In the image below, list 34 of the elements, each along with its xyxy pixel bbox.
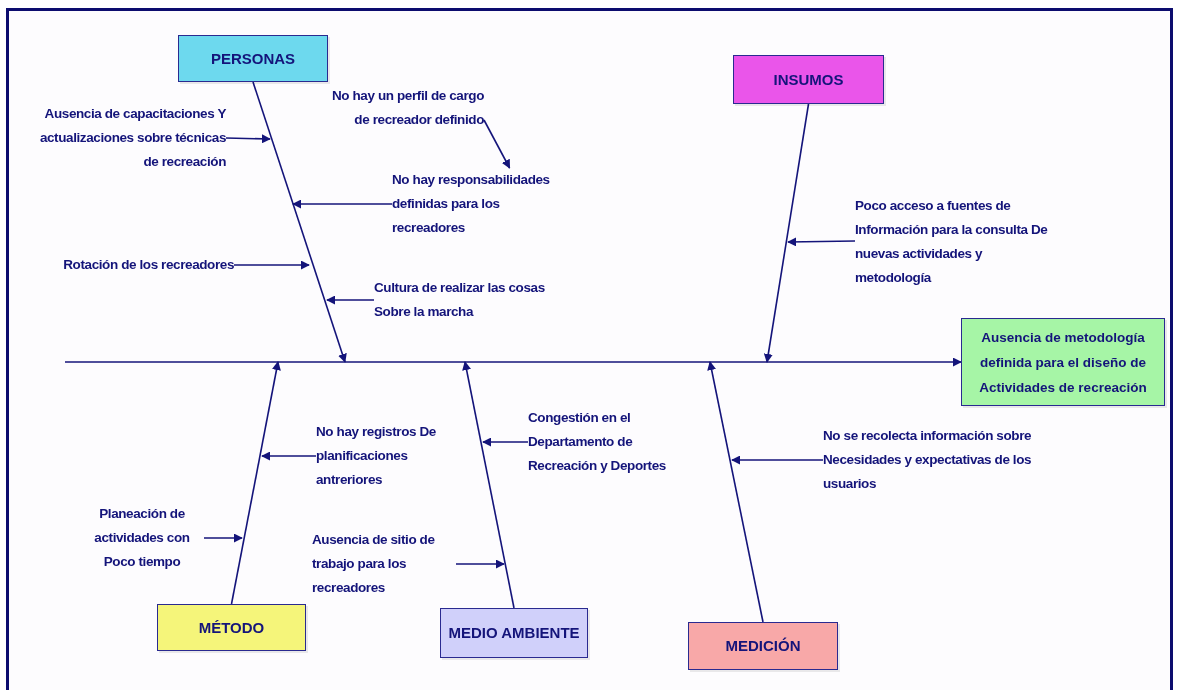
arrow xyxy=(230,361,281,605)
arrow xyxy=(64,357,962,367)
arrow xyxy=(203,533,243,543)
cause-text: Rotación de los recreadores xyxy=(28,253,234,277)
arrow xyxy=(483,119,511,169)
category-box: PERSONAS xyxy=(178,35,328,82)
arrow xyxy=(233,260,310,270)
category-box: MÉTODO xyxy=(157,604,306,651)
arrow xyxy=(326,295,375,305)
arrow xyxy=(763,103,810,363)
arrow xyxy=(462,361,515,609)
cause-text: No hay un perfil de cargo de recreador definido xyxy=(326,84,484,156)
arrow xyxy=(707,361,764,623)
arrow xyxy=(455,559,505,569)
category-box: INSUMOS xyxy=(733,55,884,104)
effect-box: Ausencia de metodología definida para el diseño de Actividades de recreación xyxy=(961,318,1165,406)
cause-text: Congestión en el Departamento de Recreación y Deportes xyxy=(528,406,696,478)
cause-text: Cultura de realizar las cosas Sobre la marcha xyxy=(374,276,584,324)
cause-text: Ausencia de sitio de trabajo para los recreadores xyxy=(312,528,456,600)
category-box: MEDIO AMBIENTE xyxy=(440,608,588,658)
cause-text: Poco acceso a fuentes de Información para la consulta De nuevas actividades y metodología xyxy=(855,194,1051,290)
arrow xyxy=(292,199,393,209)
arrow xyxy=(261,451,317,461)
arrow xyxy=(225,134,271,144)
cause-text: Ausencia de capacitaciones Y actualizaciones sobre técnicas de recreación xyxy=(26,102,226,174)
cause-text: No se recolecta información sobre Necesidades y expectativas de los usuarios xyxy=(823,424,1073,496)
cause-text: No hay responsabilidades definidas para los recreadores xyxy=(392,168,560,240)
cause-text: No hay registros De planificaciones antreriores xyxy=(316,420,452,492)
cause-text: Planeación de actividades con Poco tiempo xyxy=(80,502,204,574)
arrow xyxy=(482,437,529,447)
arrow xyxy=(731,455,824,465)
arrow xyxy=(252,81,347,363)
category-box: MEDICIÓN xyxy=(688,622,838,670)
arrow xyxy=(787,237,856,247)
